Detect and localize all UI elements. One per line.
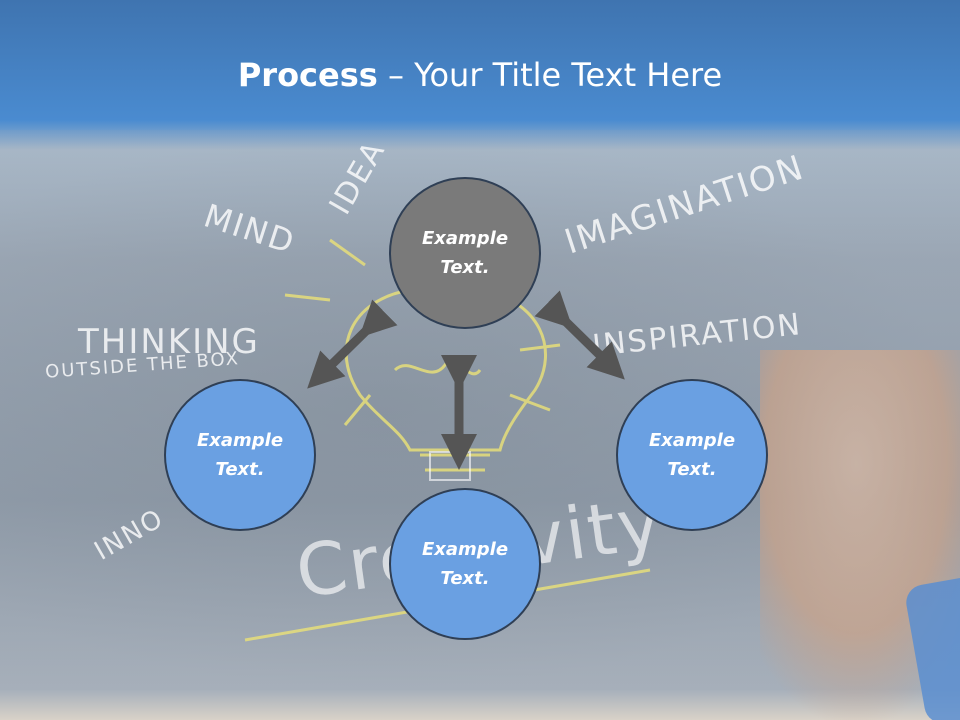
arrow-top-left — [307, 299, 398, 389]
slide-title: Process – Your Title Text Here — [0, 40, 960, 110]
process-node-bottom: Example Text. — [389, 488, 541, 640]
chalk-word-thinking: THINKING — [78, 322, 260, 362]
title-rest: – Your Title Text Here — [377, 56, 723, 94]
process-node-right: Example Text. — [616, 379, 768, 531]
process-node-left: Example Text. — [164, 379, 316, 531]
process-node-top: Example Text. — [389, 177, 541, 329]
title-bold: Process — [237, 56, 378, 94]
arrow-top-right — [534, 290, 625, 380]
